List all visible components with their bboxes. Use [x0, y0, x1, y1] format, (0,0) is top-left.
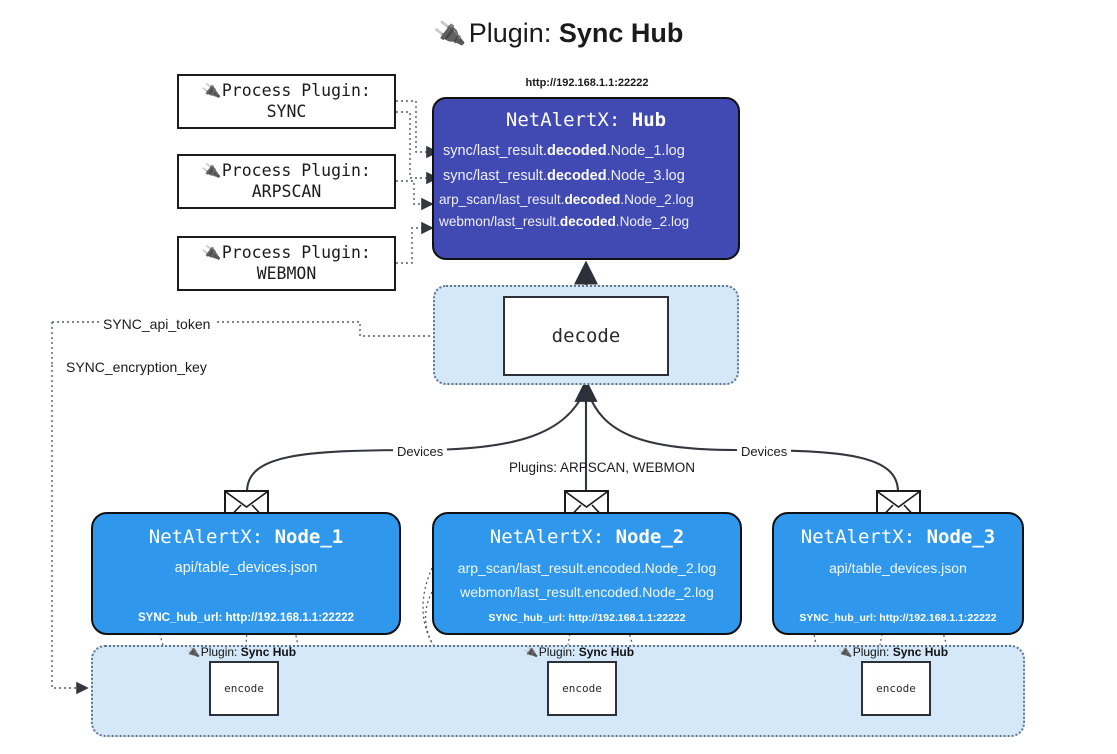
hub-node[interactable]: NetAlertX: Hub sync/last_result.decoded.… — [432, 97, 740, 260]
process-plugin-sync-line2: SYNC — [266, 101, 307, 121]
process-plugin-webmon-line2: WEBMON — [256, 263, 317, 283]
encode-box-3[interactable]: encode — [861, 661, 931, 716]
node-3[interactable]: NetAlertX: Node_3 api/table_devices.json… — [772, 512, 1024, 635]
encoder-3-caption: 🔌Plugin: Sync Hub — [837, 645, 949, 660]
encode-box-1[interactable]: encode — [209, 661, 279, 716]
encoder-1-caption: 🔌Plugin: Sync Hub — [185, 645, 297, 660]
label-devices-left: Devices — [393, 444, 448, 460]
plug-icon: 🔌 — [523, 646, 539, 660]
process-plugin-sync-line1: 🔌Process Plugin: — [200, 81, 371, 102]
encoder-2-caption: 🔌Plugin: Sync Hub — [523, 645, 635, 660]
label-devices-right: Devices — [737, 444, 792, 460]
label-sync-api-token: SYNC_api_token — [99, 316, 215, 332]
plug-icon: 🔌 — [185, 646, 201, 660]
node-2-footer: SYNC_hub_url: http://192.168.1.1:22222 — [488, 612, 686, 624]
title-prefix: Plugin: — [468, 18, 552, 48]
node-2[interactable]: NetAlertX: Node_2 arp_scan/last_result.e… — [432, 512, 742, 635]
label-plugins-middle: Plugins: ARPSCAN, WEBMON — [509, 460, 696, 475]
label-sync-encryption-key: SYNC_encryption_key — [62, 359, 211, 375]
encode-box-2[interactable]: encode — [547, 661, 617, 716]
process-plugin-arpscan-line2: ARPSCAN — [251, 181, 322, 201]
process-plugin-sync[interactable]: 🔌Process Plugin: SYNC — [177, 74, 396, 129]
page-title: 🔌Plugin: Sync Hub — [0, 17, 1117, 51]
process-plugin-webmon-line1: 🔌Process Plugin: — [200, 243, 371, 264]
node-2-line-2: webmon/last_result.encoded.Node_2.log — [460, 584, 714, 600]
node-3-footer: SYNC_hub_url: http://192.168.1.1:22222 — [799, 612, 997, 624]
process-plugin-webmon[interactable]: 🔌Process Plugin: WEBMON — [177, 236, 396, 291]
hub-log-line-3: arp_scan/last_result.decoded.Node_2.log — [439, 191, 694, 207]
process-plugin-arpscan-line1: 🔌Process Plugin: — [200, 161, 371, 182]
plug-icon: 🔌 — [431, 17, 467, 51]
plug-icon: 🔌 — [200, 161, 222, 182]
hub-log-line-1: sync/last_result.decoded.Node_1.log — [443, 143, 685, 159]
node-1-line-1: api/table_devices.json — [174, 560, 318, 576]
plug-icon: 🔌 — [200, 81, 222, 102]
hub-title: NetAlertX: Hub — [505, 109, 667, 131]
node-3-title: NetAlertX: Node_3 — [800, 526, 996, 548]
title-name: Sync Hub — [558, 18, 684, 48]
node-2-line-1: arp_scan/last_result.encoded.Node_2.log — [457, 560, 717, 576]
node-3-line-1: api/table_devices.json — [829, 560, 967, 576]
plug-icon: 🔌 — [837, 646, 853, 660]
hub-log-line-4: webmon/last_result.decoded.Node_2.log — [439, 213, 690, 229]
node-2-title: NetAlertX: Node_2 — [489, 526, 685, 548]
hub-log-line-2: sync/last_result.decoded.Node_3.log — [443, 167, 685, 184]
process-plugin-arpscan[interactable]: 🔌Process Plugin: ARPSCAN — [177, 154, 396, 209]
plug-icon: 🔌 — [200, 243, 222, 264]
node-1[interactable]: NetAlertX: Node_1 api/table_devices.json… — [91, 512, 401, 635]
hub-url-label: http://192.168.1.1:22222 — [525, 77, 649, 89]
node-1-title: NetAlertX: Node_1 — [148, 526, 344, 548]
node-1-footer: SYNC_hub_url: http://192.168.1.1:22222 — [137, 612, 355, 624]
decode-box[interactable]: decode — [503, 296, 669, 376]
